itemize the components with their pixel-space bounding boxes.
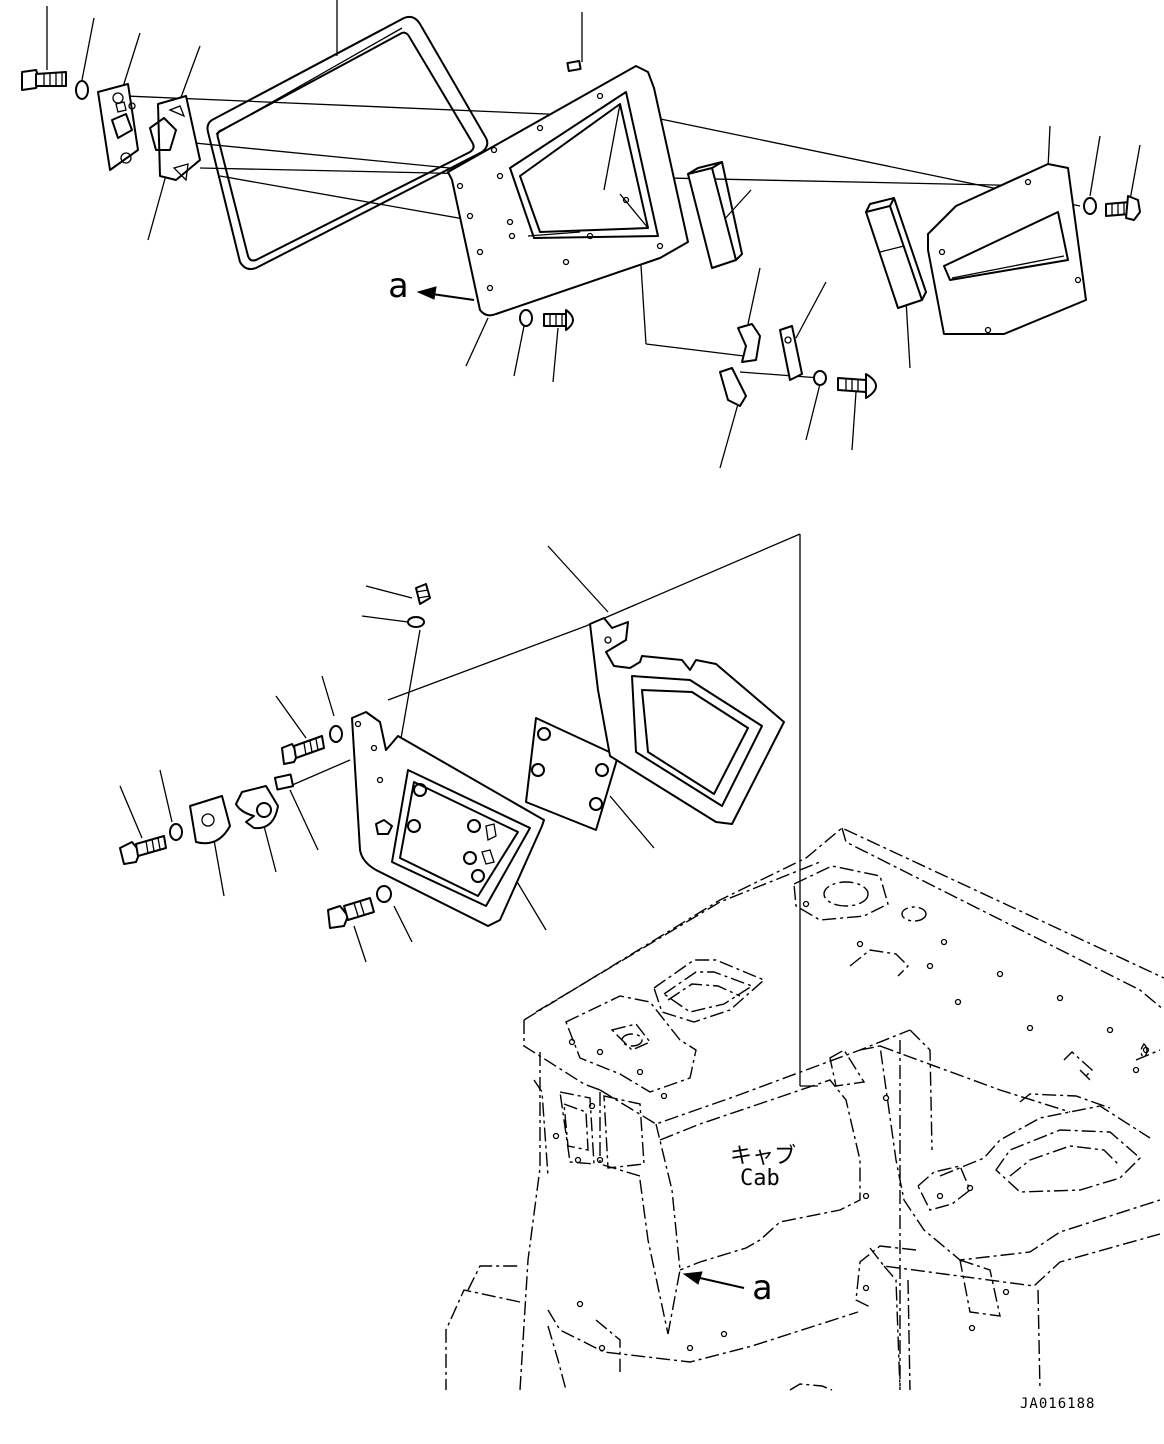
- drawing-number: JA016188: [1020, 1396, 1096, 1412]
- insulation-panel: [589, 617, 785, 825]
- access-panel: [351, 711, 545, 927]
- washer-top-center: [519, 309, 533, 327]
- washer-clip: [813, 370, 827, 386]
- grommet-nut: [415, 583, 431, 605]
- gasket-plate: [525, 717, 619, 831]
- foam-block: [865, 197, 927, 309]
- cab-label-english: Cab: [740, 1166, 780, 1191]
- arrow-a-bottom: [682, 1271, 745, 1289]
- grommet-washer: [407, 616, 425, 628]
- washer-middle-upper: [329, 725, 343, 743]
- bolt-right: [1105, 195, 1141, 221]
- bolt-clip: [837, 373, 877, 399]
- bolt-middle-lower: [327, 897, 375, 929]
- bolt-middle-left: [119, 835, 167, 865]
- cab-frame: [445, 827, 1164, 1391]
- leader-lines-top: [46, 0, 1141, 469]
- view-reference-a-bottom: a: [752, 1268, 773, 1308]
- washer-top-left: [75, 80, 89, 100]
- clip-lower: [719, 367, 747, 407]
- cam-plate: [189, 795, 231, 845]
- bolt-middle-upper: [281, 735, 325, 765]
- clip-upper: [737, 323, 761, 363]
- window-frame-panel: [447, 60, 689, 317]
- small-pad: [273, 773, 295, 791]
- lock-plate: [149, 95, 201, 182]
- washer-middle-left: [169, 823, 183, 841]
- clip-right: [779, 325, 803, 381]
- cover-panel-right: [927, 163, 1087, 335]
- leader-lines-middle: [119, 545, 655, 963]
- foam-strip: [687, 161, 743, 269]
- cab-label-japanese: キャブ: [730, 1144, 797, 1169]
- bolt-top-left: [21, 69, 67, 91]
- bolt-top-center: [543, 309, 574, 331]
- window-seal: [206, 15, 489, 271]
- cam-lever: [235, 785, 279, 830]
- washer-right: [1083, 197, 1097, 215]
- view-reference-a-top: a: [388, 266, 409, 306]
- washer-middle-lower: [376, 885, 392, 903]
- lock-bracket: [97, 83, 139, 171]
- arrow-a-top: [416, 286, 475, 301]
